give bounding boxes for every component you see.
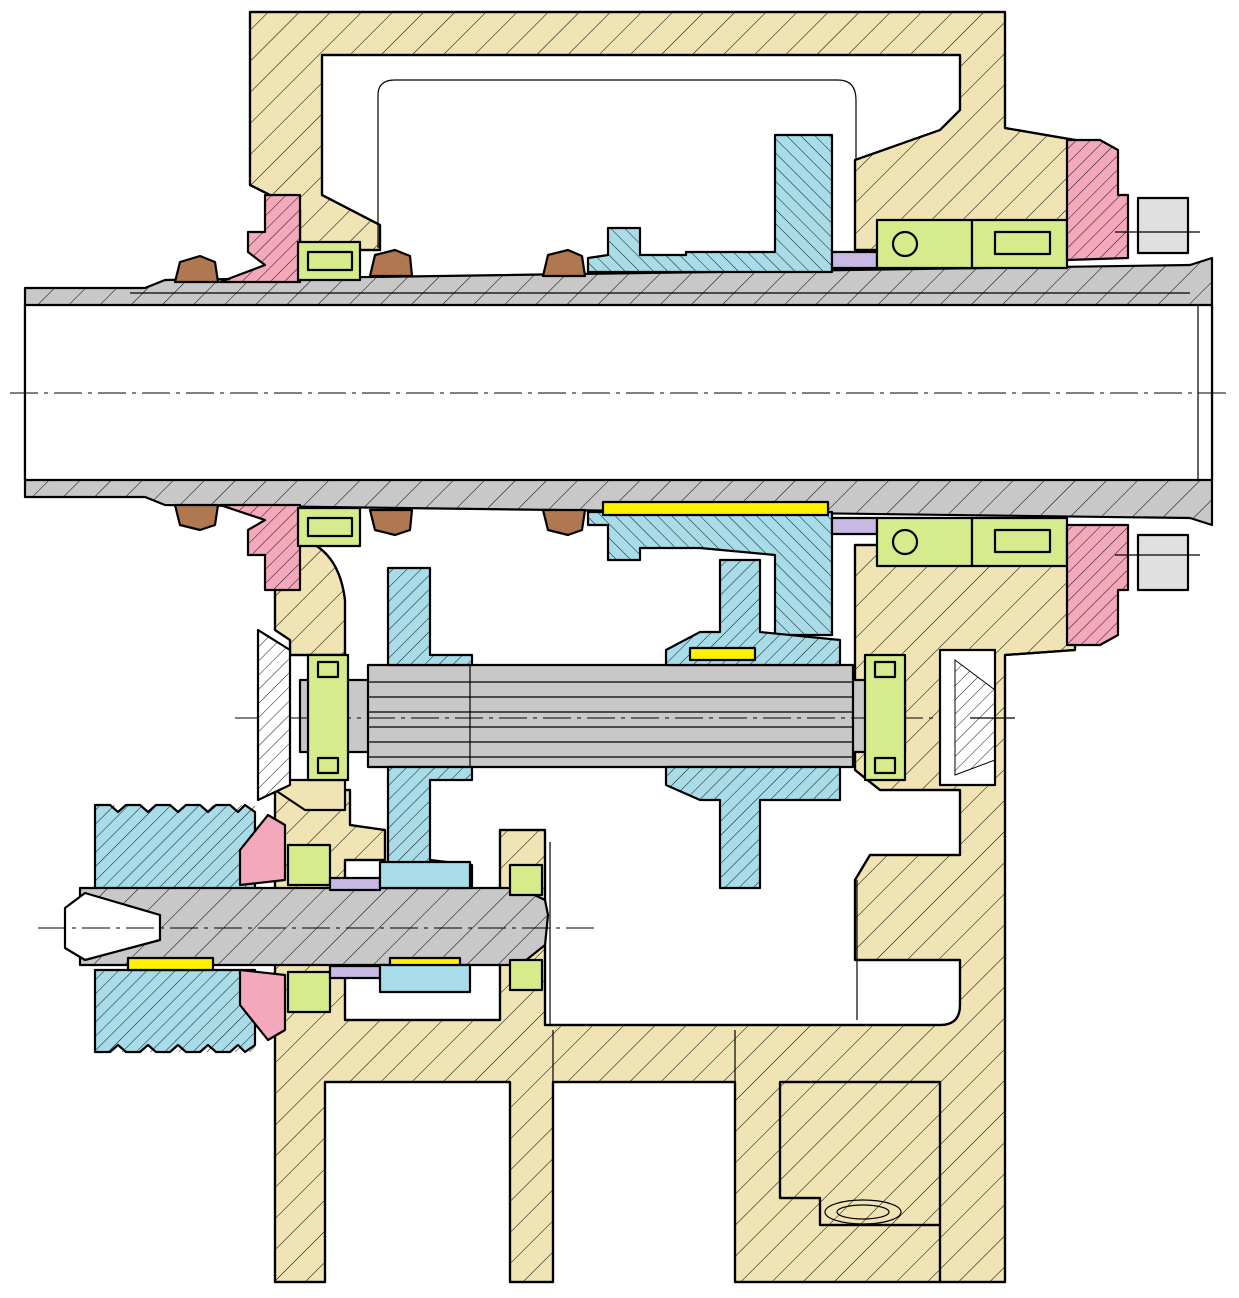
v-belt-pulley (93, 803, 257, 1054)
spindle-gear-lower (586, 500, 834, 637)
main-spindle (10, 256, 1228, 527)
intermediate-splined-shaft (235, 628, 1015, 802)
right-spindle-bearing-group (830, 138, 1200, 647)
input-shaft (38, 886, 595, 972)
input-shaft-bearings (238, 813, 544, 1042)
left-spindle-bearing-group (173, 193, 587, 592)
spindle-key (601, 500, 830, 517)
intermediate-gear-right (664, 558, 842, 890)
intermediate-gear-left (386, 566, 474, 892)
spindle-gear-upper (586, 133, 834, 274)
housing (248, 10, 1077, 1284)
